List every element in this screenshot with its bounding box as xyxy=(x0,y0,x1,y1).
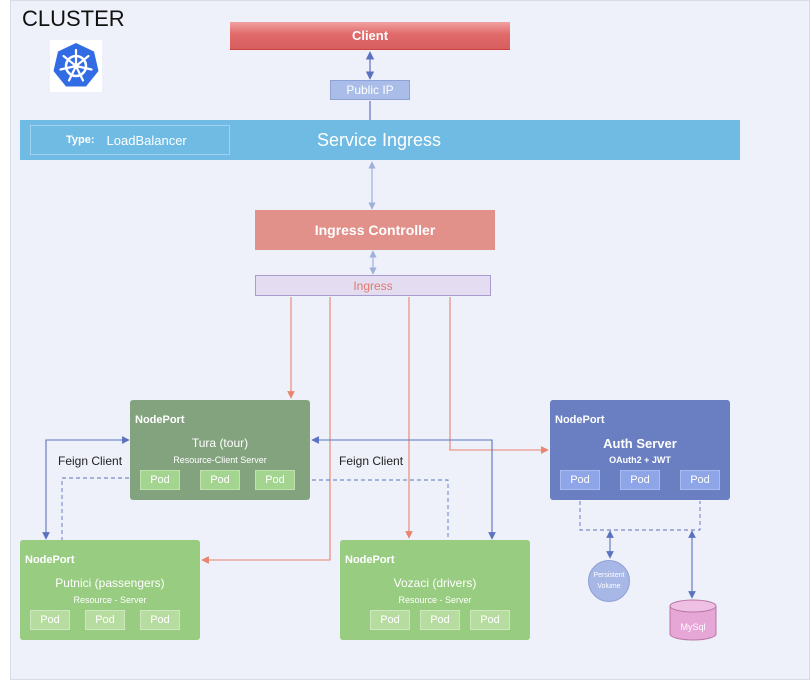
node-tura: NodePort Tura (tour) Resource-Client Ser… xyxy=(130,400,310,500)
node-subtitle: Resource - Server xyxy=(398,595,472,605)
dashed-tura-putnici xyxy=(61,477,129,540)
pod: Pod xyxy=(370,610,410,630)
node-port-label: NodePort xyxy=(25,554,75,566)
dashed-tura-vozaci xyxy=(312,479,449,540)
mysql-db-icon xyxy=(669,599,717,641)
pod: Pod xyxy=(560,470,600,490)
feign-tura-vozaci xyxy=(311,436,496,540)
pod: Pod xyxy=(255,470,295,490)
pod: Pod xyxy=(140,610,180,630)
service-type-value: LoadBalancer xyxy=(106,132,187,148)
public-ip-box: Public IP xyxy=(330,80,410,100)
node-name: Tura (tour) xyxy=(191,436,249,450)
pv-label-line1: Persistent xyxy=(593,572,625,579)
node-port-label: NodePort xyxy=(555,414,605,426)
node-port-label: NodePort xyxy=(135,414,185,426)
auth-storage-bracket xyxy=(579,501,701,531)
feign-tura-putnici xyxy=(42,436,130,540)
node-subtitle: OAuth2 + JWT xyxy=(609,455,671,465)
pod: Pod xyxy=(620,470,660,490)
pod: Pod xyxy=(30,610,70,630)
node-name: Vozaci (drivers) xyxy=(393,576,477,590)
cluster-title: CLUSTER xyxy=(22,6,125,31)
pod: Pod xyxy=(420,610,460,630)
pod: Pod xyxy=(200,470,240,490)
kubernetes-icon xyxy=(50,40,102,92)
route-to-putnici xyxy=(201,297,331,564)
persistent-volume: Persistent Volume xyxy=(588,560,630,602)
service-ingress-box: Type: LoadBalancer Service Ingress xyxy=(20,120,740,160)
pv-label-line2: Volume xyxy=(597,583,621,590)
ingress-box: Ingress xyxy=(255,275,491,296)
node-subtitle: Resource - Server xyxy=(73,595,147,605)
feign-client-label-right: Feign Client xyxy=(339,454,404,468)
route-to-auth xyxy=(449,297,549,454)
node-port-label: NodePort xyxy=(345,554,395,566)
node-name: Putnici (passengers) xyxy=(55,576,165,590)
pod: Pod xyxy=(470,610,510,630)
mysql-label: MySql xyxy=(680,622,706,632)
node-vozaci: NodePort Vozaci (drivers) Resource - Ser… xyxy=(340,540,530,640)
service-type-field: Type: LoadBalancer xyxy=(30,125,230,155)
node-putnici: NodePort Putnici (passengers) Resource -… xyxy=(20,540,200,640)
client-box: Client xyxy=(230,22,510,50)
service-type-key: Type: xyxy=(66,134,95,146)
ingress-controller-box: Ingress Controller xyxy=(255,210,495,250)
service-ingress-title: Service Ingress xyxy=(317,130,442,150)
node-subtitle: Resource-Client Server xyxy=(173,455,267,465)
pod: Pod xyxy=(85,610,125,630)
feign-client-label-left: Feign Client xyxy=(58,454,123,468)
node-name: Auth Server xyxy=(603,436,677,451)
pod: Pod xyxy=(680,470,720,490)
pod: Pod xyxy=(140,470,180,490)
node-auth-server: NodePort Auth Server OAuth2 + JWT Pod Po… xyxy=(550,400,730,500)
